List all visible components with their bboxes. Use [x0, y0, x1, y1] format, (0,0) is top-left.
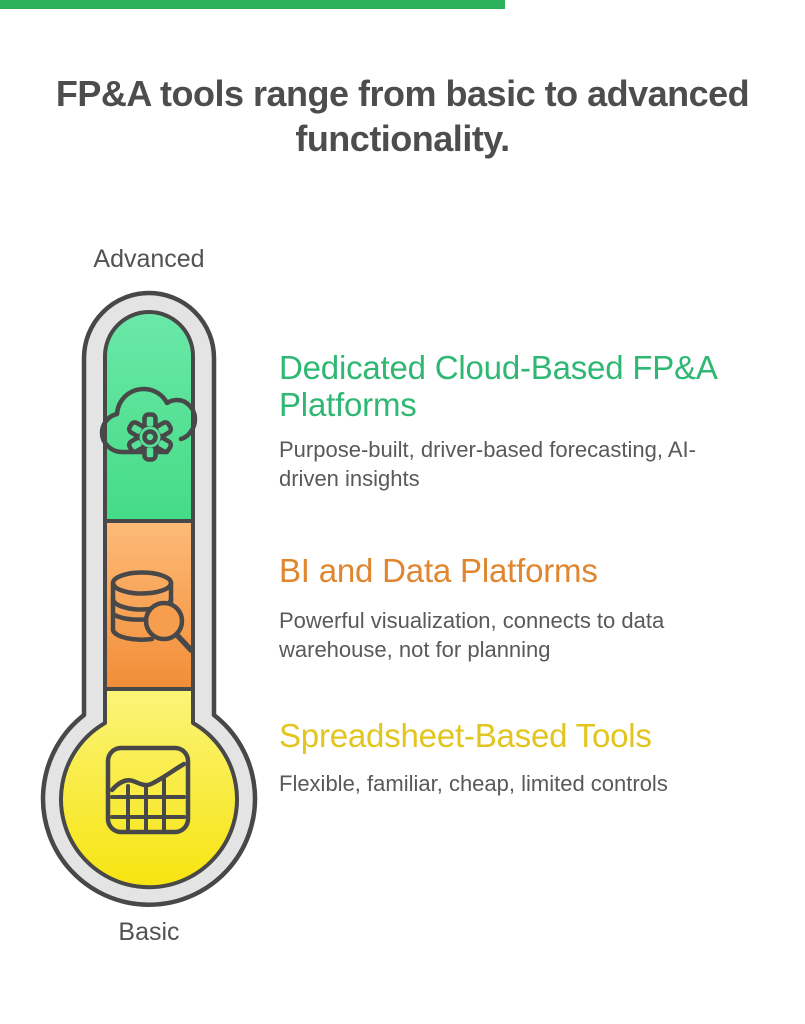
- chart-grid-icon: [105, 745, 191, 835]
- segment-basic: [59, 687, 239, 890]
- section-advanced: Dedicated Cloud-Based FP&A Platforms: [279, 349, 741, 423]
- section-intermediate-heading: BI and Data Platforms: [279, 552, 598, 589]
- page-title-text: FP&A tools range from basic to advanced …: [55, 73, 750, 159]
- section-basic-heading: Spreadsheet-Based Tools: [279, 717, 652, 754]
- section-basic-description: Flexible, familiar, cheap, limited contr…: [279, 771, 668, 796]
- section-intermediate-description: Powerful visualization, connects to data…: [279, 608, 665, 662]
- section-advanced-description-wrap: Purpose-built, driver-based forecasting,…: [279, 436, 741, 493]
- section-basic-description-wrap: Flexible, familiar, cheap, limited contr…: [279, 770, 741, 799]
- top-progress-bar: [0, 0, 505, 9]
- section-basic: Spreadsheet-Based Tools: [279, 717, 741, 754]
- page-title: FP&A tools range from basic to advanced …: [0, 71, 805, 161]
- section-advanced-heading: Dedicated Cloud-Based FP&A Platforms: [279, 349, 716, 423]
- scale-label-basic: Basic: [118, 918, 180, 946]
- scale-label-advanced: Advanced: [93, 245, 205, 273]
- section-intermediate-description-wrap: Powerful visualization, connects to data…: [279, 607, 741, 664]
- cloud-gear-icon: [99, 386, 198, 462]
- section-intermediate: BI and Data Platforms: [279, 552, 741, 589]
- database-search-icon: [110, 570, 194, 653]
- section-advanced-description: Purpose-built, driver-based forecasting,…: [279, 437, 696, 491]
